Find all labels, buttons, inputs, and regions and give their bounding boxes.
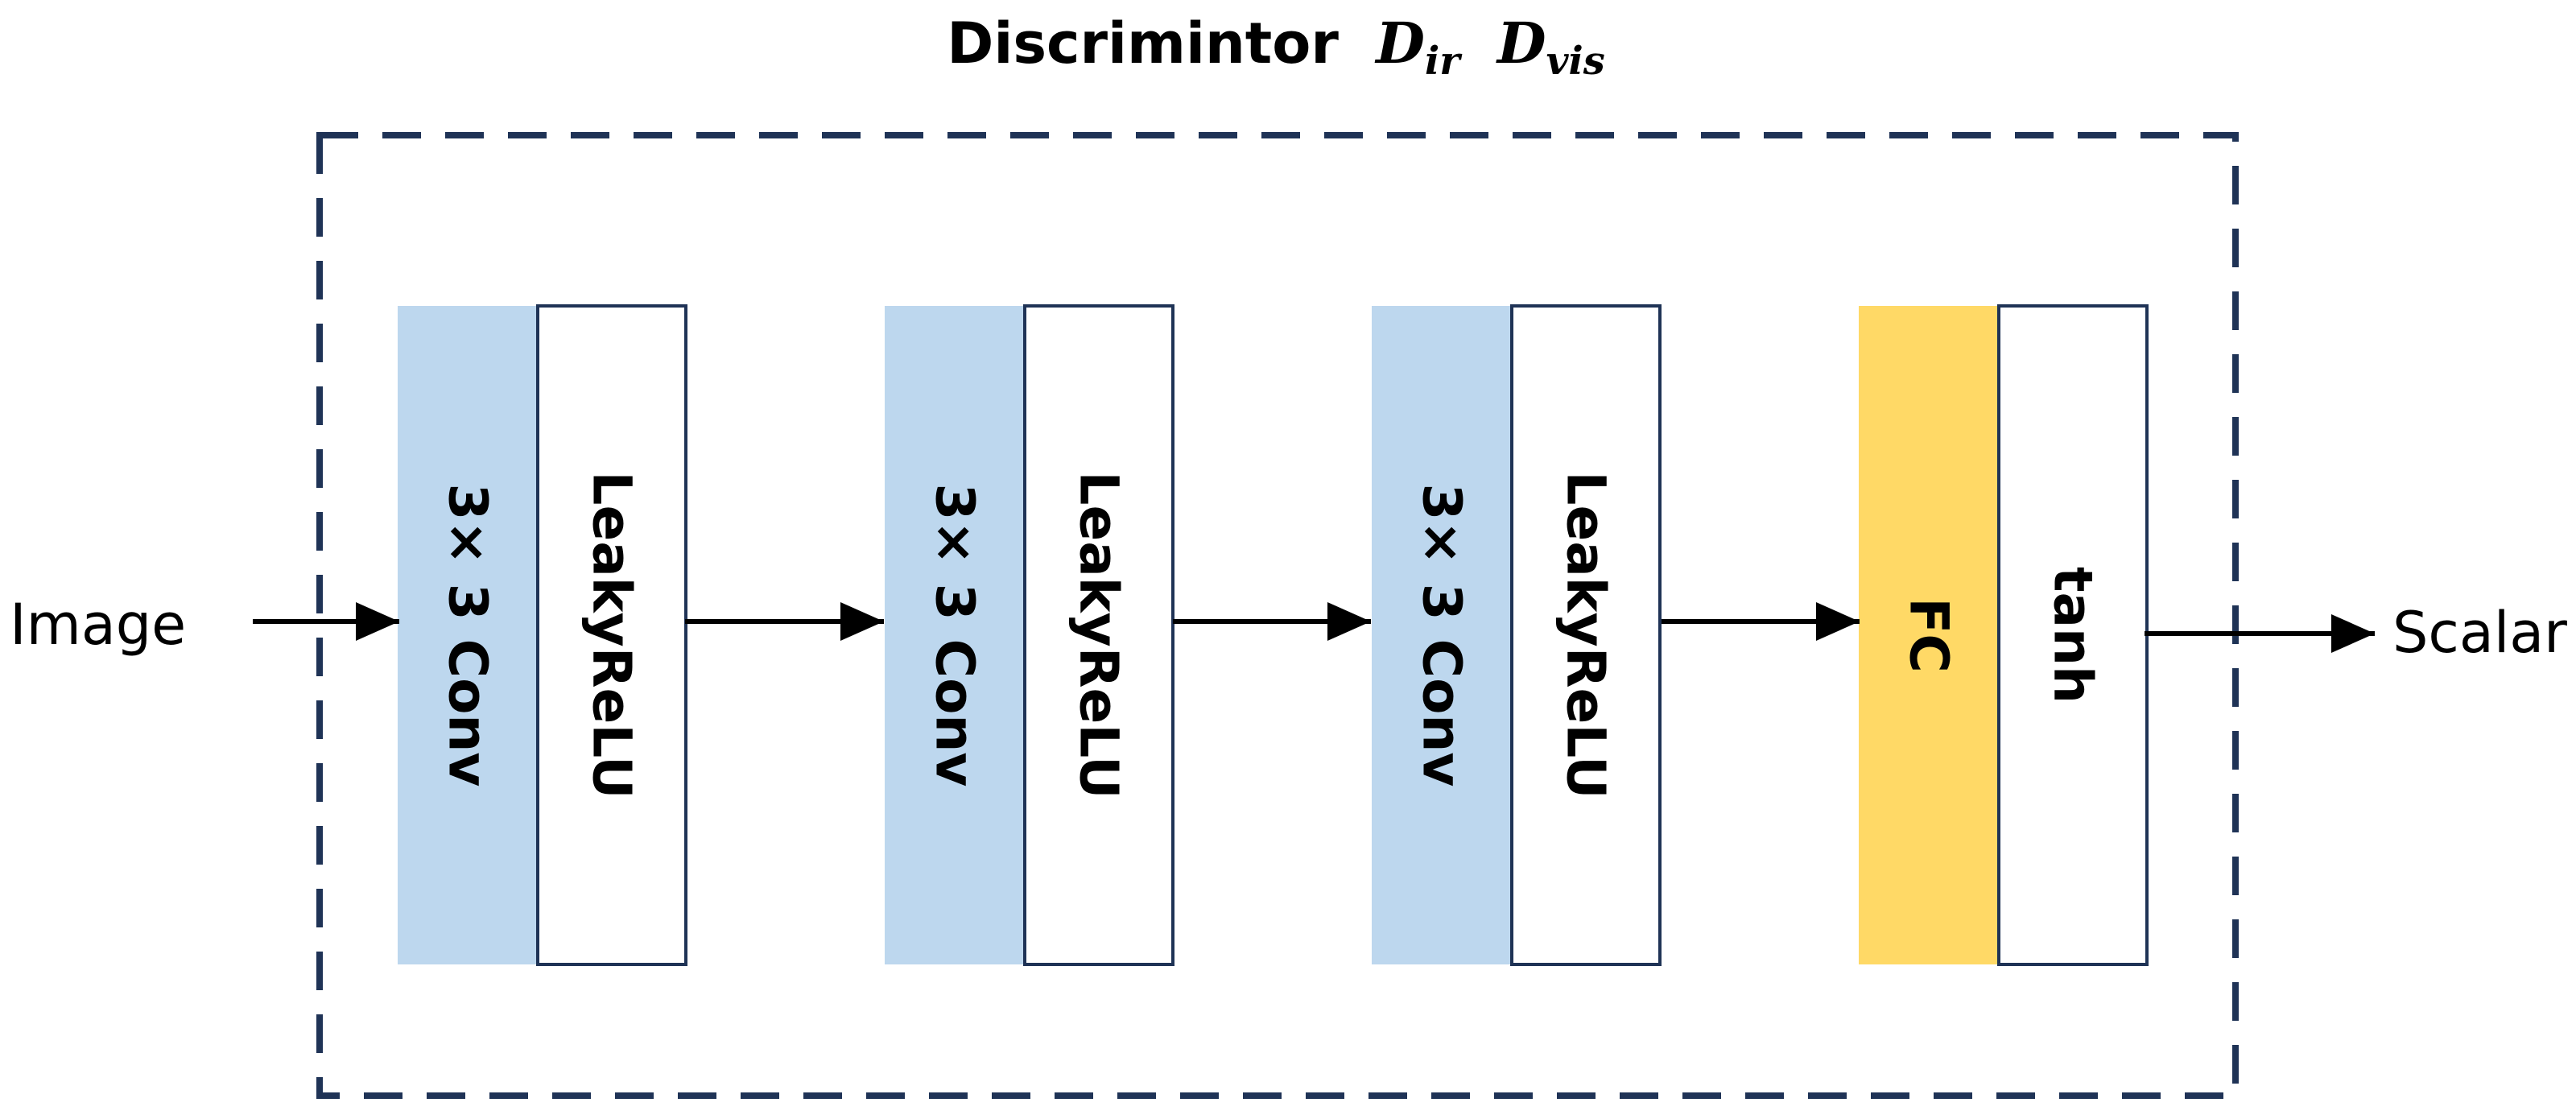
title-text: Discrimintor [947, 10, 1339, 76]
title-symbol-d-ir-sub: ir [1425, 39, 1463, 84]
input-label: Image [10, 592, 186, 658]
block-2-left-label: 3× 3 Conv [924, 484, 986, 787]
block-3-right-panel [1510, 304, 1662, 966]
block-2-left-panel [885, 306, 1025, 964]
block-2-right-label: LeakyReLU [1068, 471, 1130, 799]
block-4-left-label: FC [1898, 597, 1960, 673]
output-label: Scalar [2392, 600, 2567, 666]
block-3-left-panel [1372, 306, 1512, 964]
block-1-left-label: 3× 3 Conv [437, 484, 499, 787]
title-symbol-d-vis-base: D [1496, 10, 1546, 76]
block-4-left-panel [1859, 306, 1999, 964]
arrows [253, 602, 2375, 653]
block-1: 3× 3 Conv LeakyReLU [398, 304, 687, 966]
block-4: FC tanh [1859, 304, 2149, 966]
block-2-right-panel [1023, 304, 1174, 966]
block-2: 3× 3 Conv LeakyReLU [885, 304, 1174, 966]
block-4-right-panel [1997, 304, 2149, 966]
block-1-left-panel [398, 306, 538, 964]
block-3-right-label: LeakyReLU [1555, 471, 1617, 799]
diagram-title: Discrimintor Dir Dvis [947, 10, 1604, 88]
title-symbol-d-ir-base: D [1374, 10, 1425, 76]
block-4-right-label: tanh [2042, 567, 2104, 704]
block-1-right-label: LeakyReLU [581, 471, 643, 799]
block-3-left-label: 3× 3 Conv [1411, 484, 1473, 787]
discriminator-frame [316, 132, 2239, 1099]
title-symbol-d-vis-sub: vis [1546, 39, 1605, 84]
block-3: 3× 3 Conv LeakyReLU [1372, 304, 1662, 966]
block-1-right-panel [536, 304, 687, 966]
